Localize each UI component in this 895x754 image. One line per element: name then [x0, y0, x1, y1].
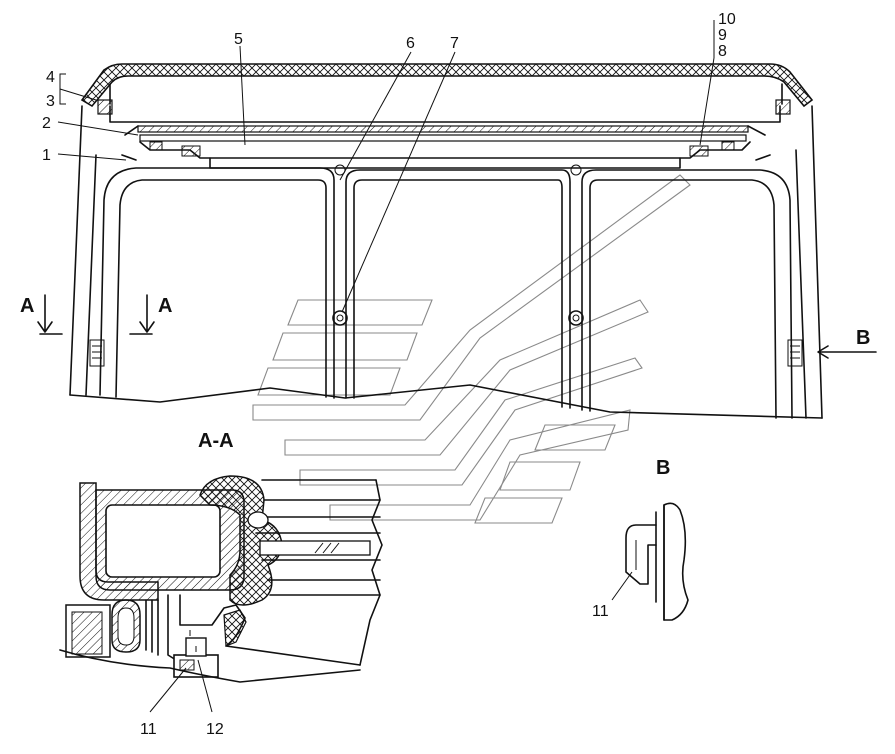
section-marker-a: A A — [20, 294, 172, 335]
callout-1: 1 — [42, 147, 51, 164]
roof-outer-shell — [80, 63, 814, 108]
view-title-b: B — [656, 457, 670, 479]
cab-wall-right — [811, 105, 823, 419]
view-arrow-b: B — [817, 327, 877, 359]
rubber-seal — [199, 475, 283, 606]
section-letter-a-left: A — [20, 295, 34, 317]
roof-bracket-right — [775, 99, 791, 115]
callout-2: 2 — [42, 115, 51, 132]
break-line — [69, 384, 823, 419]
callout-7: 7 — [450, 35, 459, 52]
callout-10: 10 — [718, 11, 736, 28]
callout-4: 4 — [46, 69, 55, 86]
rear-window-center — [345, 169, 571, 409]
cab-roof-assembly — [69, 63, 823, 419]
callout-3: 3 — [46, 93, 55, 110]
cab-wall-left — [69, 105, 83, 396]
callout-11-section: 11 — [140, 721, 157, 738]
callout-leaders — [57, 20, 715, 313]
callout-9: 9 — [718, 27, 727, 44]
watermark-logo — [252, 174, 691, 524]
section-letter-a-right: A — [158, 295, 172, 317]
rear-window-right — [581, 169, 793, 419]
callout-12-section: 12 — [206, 721, 224, 738]
section-title-a-a: A-A — [198, 430, 234, 452]
callout-5: 5 — [234, 31, 243, 48]
section-a-a — [59, 475, 383, 713]
view-b — [611, 502, 689, 621]
roof-hatch-panel — [137, 125, 749, 133]
view-letter-b: B — [856, 327, 870, 349]
hinge-right — [568, 310, 584, 326]
callout-6: 6 — [406, 35, 415, 52]
rear-window-left — [99, 167, 335, 399]
hinge-left — [332, 310, 348, 326]
callout-8: 8 — [718, 43, 727, 60]
roof-bracket-left — [97, 99, 113, 115]
callout-11-view: 11 — [592, 603, 609, 620]
